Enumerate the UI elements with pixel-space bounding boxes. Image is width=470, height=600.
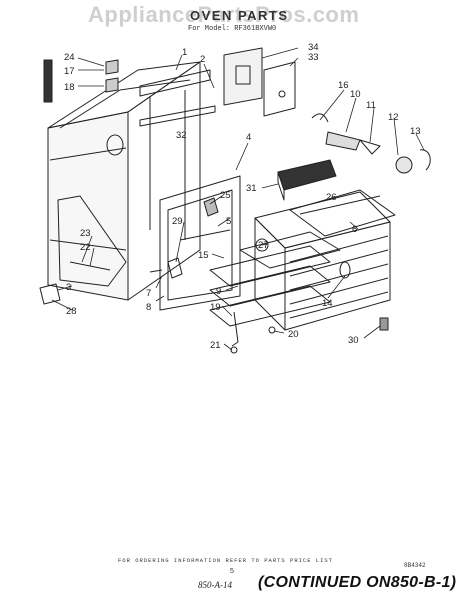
- callout-9: 9: [216, 286, 221, 297]
- callout-12: 12: [388, 112, 399, 123]
- callout-17: 17: [64, 66, 75, 77]
- burner-assembly: [311, 113, 431, 174]
- callout-14: 14: [322, 298, 333, 309]
- page-number: 5: [230, 568, 234, 575]
- callout-26: 26: [326, 192, 337, 203]
- callout-23: 23: [80, 228, 91, 239]
- callout-7: 7: [146, 288, 151, 299]
- vent-duct: [223, 47, 296, 117]
- callout-3: 3: [66, 282, 71, 293]
- diagram-code: 8B4342: [404, 562, 426, 569]
- callout-13: 13: [410, 126, 421, 137]
- handwritten-reference: 850-A-14: [198, 580, 232, 590]
- oven-rack-assembly: [209, 191, 391, 331]
- callout-31: 31: [246, 183, 257, 194]
- watermark: AppliancePartsPros.com: [88, 2, 360, 27]
- callout-10: 10: [350, 89, 361, 100]
- callout-15: 15: [198, 250, 209, 261]
- model-line: For Model: RF361BXVW0: [188, 25, 277, 33]
- oven-cabinet: [47, 61, 216, 301]
- callout-28: 28: [66, 306, 77, 317]
- oven-front-frame: [159, 175, 241, 311]
- callout-labels: 1 2 3 4 5 6 7 8 9 10 11 12 13 14 15 16 1…: [64, 42, 421, 351]
- callout-8: 8: [146, 302, 151, 313]
- callout-4: 4: [246, 132, 251, 143]
- callout-27: 27: [258, 240, 269, 251]
- callout-25: 25: [220, 190, 231, 201]
- ordering-information: FOR ORDERING INFORMATION REFER TO PARTS …: [118, 557, 334, 564]
- continued-note: (CONTINUED ON850-B-1): [258, 574, 457, 591]
- callout-18: 18: [64, 82, 75, 93]
- callout-29: 29: [172, 216, 183, 227]
- callout-20: 20: [288, 329, 299, 340]
- callout-5: 5: [226, 216, 231, 227]
- callout-30: 30: [348, 335, 359, 346]
- callout-16: 16: [338, 80, 349, 91]
- callout-22: 22: [80, 242, 91, 253]
- callout-6: 6: [352, 224, 357, 235]
- callout-32: 32: [176, 130, 187, 141]
- callout-11: 11: [366, 100, 376, 111]
- callout-34: 34: [308, 42, 319, 53]
- callout-24: 24: [64, 52, 75, 63]
- callout-21: 21: [210, 340, 221, 351]
- diagram-title: OVEN PARTS: [190, 8, 289, 23]
- hardware-parts: [39, 59, 389, 354]
- leader-lines: [51, 47, 425, 351]
- callout-33: 33: [308, 52, 319, 63]
- callout-1: 1: [182, 47, 187, 58]
- igniter-box: [277, 159, 337, 201]
- callout-19: 19: [210, 302, 221, 313]
- callout-2: 2: [200, 54, 205, 65]
- rack-frame: [289, 189, 396, 237]
